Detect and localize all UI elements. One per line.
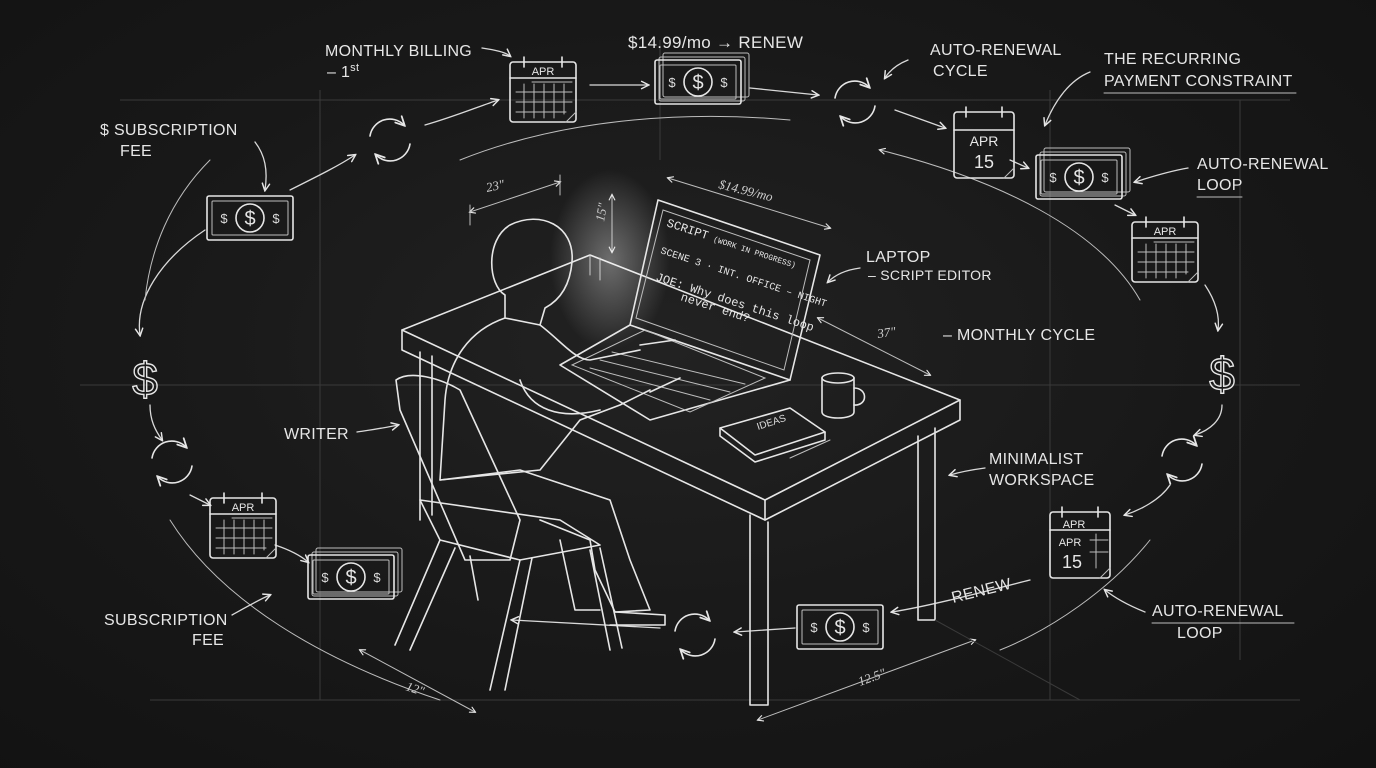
dim-laptop-width: 23" — [485, 176, 507, 195]
svg-text:APR: APR — [1059, 537, 1082, 549]
laptop-screen-text: SCRIPT(WORK IN PROGRESS) SCENE 3 · INT. … — [654, 216, 828, 335]
renew-cycle-icon — [835, 81, 875, 123]
svg-text:15: 15 — [974, 152, 994, 172]
label-laptop: LAPTOP — [866, 249, 931, 266]
label-writer: WRITER — [284, 426, 349, 443]
label-monthly-billing: MONTHLY BILLING — [325, 43, 472, 60]
renew-cycle-icon — [675, 614, 715, 656]
dollar-signs: $ $ — [132, 347, 1236, 405]
label-subscription-fee-top: $ SUBSCRIPTION — [100, 122, 238, 139]
dim-screen-height: 15" — [592, 201, 610, 222]
loop-flow-lines — [139, 85, 1222, 701]
label-constraint-subtitle: PAYMENT CONSTRAINT — [1104, 73, 1293, 90]
renew-cycle-icon — [370, 119, 410, 161]
label-auto-renewal-cycle-2: CYCLE — [933, 63, 988, 80]
label-auto-renewal-loop-right-2: LOOP — [1197, 177, 1243, 194]
label-auto-renewal-loop-right: AUTO-RENEWAL — [1197, 156, 1329, 173]
dim-desk-leg: 12.5" — [856, 665, 888, 689]
label-subscription-fee-bottom: SUBSCRIPTION — [104, 612, 228, 629]
label-workspace: WORKSPACE — [989, 472, 1095, 489]
writer-figure — [439, 218, 681, 626]
calendars: APR APR APR APR 15 APR APR 15 — [209, 56, 1199, 579]
calendar-icon: APR — [509, 56, 577, 123]
calendar-icon: APR APR 15 — [1049, 506, 1111, 579]
calendar-icon: APR — [209, 492, 277, 559]
svg-text:15: 15 — [1062, 552, 1082, 572]
dim-chair-seat: 12" — [404, 679, 427, 699]
dollar-bill-icon — [796, 604, 884, 650]
svg-text:APR: APR — [1063, 519, 1086, 531]
dollar-sign-icon: $ — [132, 353, 158, 405]
label-auto-renewal-loop-bottom-2: LOOP — [1177, 625, 1223, 642]
callout-pointers — [231, 47, 1189, 616]
dim-laptop-price: $14.99/mo — [717, 176, 775, 204]
coffee-mug — [821, 372, 866, 419]
ideas-notebook: IDEAS — [719, 407, 831, 463]
dim-desk-depth: 37" — [875, 323, 897, 341]
chair — [394, 374, 623, 691]
dimension-lines — [360, 174, 975, 720]
label-minimalist: MINIMALIST — [989, 451, 1084, 468]
dollar-sign-icon: $ — [1209, 348, 1235, 400]
svg-text:APR: APR — [970, 133, 999, 149]
dollar-bill-icon — [308, 548, 402, 599]
construction-guides — [80, 40, 1300, 701]
svg-text:APR: APR — [232, 502, 255, 514]
dollar-bill-icon — [206, 195, 294, 241]
label-script-editor: – SCRIPT EDITOR — [868, 267, 992, 283]
renew-cycle-icon — [152, 441, 192, 483]
label-subscription-fee-bottom-2: FEE — [192, 632, 224, 649]
dollar-bill-icon — [655, 53, 749, 104]
label-price-renew: $14.99/mo → RENEW — [628, 33, 803, 52]
renew-cycle-icon — [1162, 439, 1202, 481]
label-monthly-cycle: – MONTHLY CYCLE — [943, 327, 1095, 344]
calendar-icon: APR — [1131, 216, 1199, 283]
svg-text:APR: APR — [1154, 226, 1177, 238]
labels: MONTHLY BILLING – 1st $14.99/mo → RENEW … — [100, 33, 1329, 649]
label-auto-renewal-loop-bottom: AUTO-RENEWAL — [1152, 603, 1284, 620]
svg-text:APR: APR — [532, 66, 555, 78]
label-constraint-title: THE RECURRING — [1104, 51, 1241, 68]
calendar-icon: APR 15 — [953, 106, 1015, 179]
label-auto-renewal-cycle: AUTO-RENEWAL — [930, 42, 1062, 59]
desk — [401, 254, 1081, 706]
label-renew: RENEW — [950, 575, 1014, 606]
label-monthly-billing-day: – 1st — [327, 62, 359, 81]
laptop — [550, 170, 821, 421]
label-subscription-fee-top-2: FEE — [120, 143, 152, 160]
